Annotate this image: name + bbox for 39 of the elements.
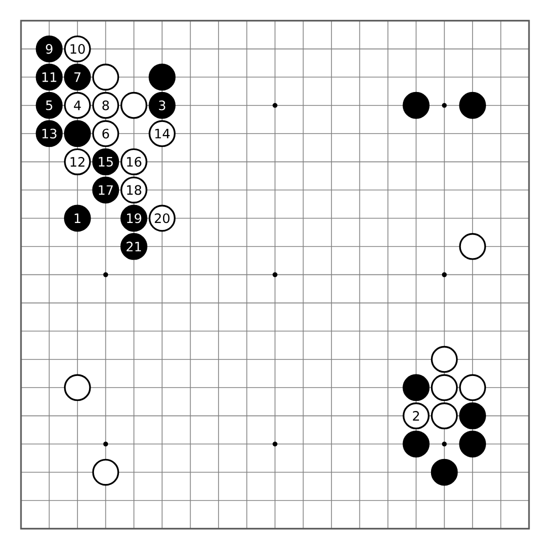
- go-stone: 8: [92, 92, 120, 119]
- go-stone: 14: [148, 120, 176, 148]
- go-stone: [120, 92, 148, 119]
- go-stone: [459, 233, 486, 260]
- go-stone: [459, 430, 486, 458]
- go-stone: [92, 458, 120, 486]
- go-stone: 7: [64, 64, 91, 91]
- go-stone: 10: [64, 35, 91, 62]
- go-stone: 9: [36, 35, 63, 62]
- go-stone: 2: [402, 402, 430, 430]
- go-stone: 12: [64, 148, 91, 176]
- go-stone: [459, 402, 486, 430]
- go-stone: 15: [92, 148, 120, 176]
- go-stone: 18: [120, 176, 148, 204]
- go-stone: [430, 374, 458, 402]
- go-stone: [64, 374, 91, 402]
- go-stone: [430, 346, 458, 373]
- go-stone: 20: [148, 204, 176, 232]
- go-stone: 11: [36, 64, 63, 91]
- go-stone: [402, 430, 430, 458]
- go-stone: 17: [92, 176, 120, 204]
- go-stone: [402, 92, 430, 119]
- go-stone: [92, 64, 120, 91]
- go-stone: [459, 92, 486, 119]
- go-stone: 3: [148, 92, 176, 119]
- go-stone: [64, 120, 91, 148]
- go-stone: 19: [120, 204, 148, 232]
- go-stone: 6: [92, 120, 120, 148]
- go-stone: 16: [120, 148, 148, 176]
- go-stone: [459, 374, 486, 402]
- go-stone: [402, 374, 430, 402]
- go-stone: 13: [36, 120, 63, 148]
- go-stone: 21: [120, 233, 148, 260]
- go-stone: 4: [64, 92, 91, 119]
- go-stone: [430, 458, 458, 486]
- go-stone: 1: [64, 204, 91, 232]
- go-stone: [430, 402, 458, 430]
- go-stone: [148, 64, 176, 91]
- go-stone: 5: [36, 92, 63, 119]
